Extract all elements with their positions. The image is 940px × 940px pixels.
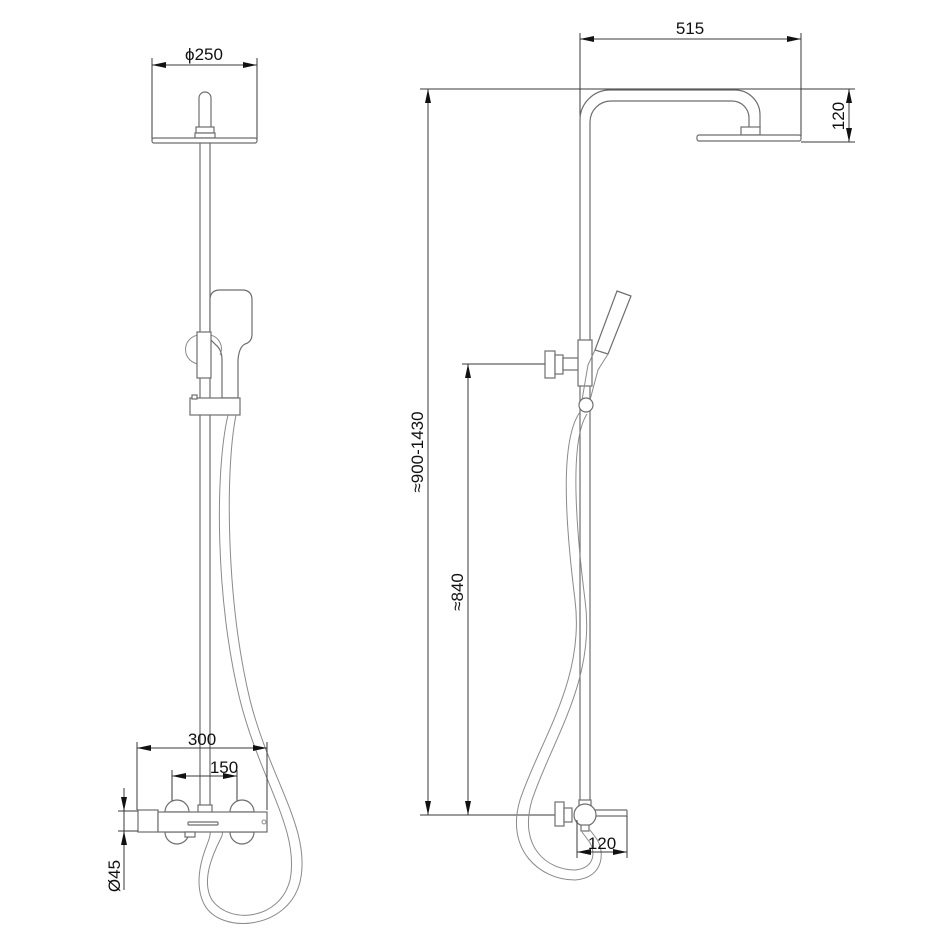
thermostatic-mixer-front bbox=[137, 799, 268, 845]
label-mixer-width: 300 bbox=[188, 730, 216, 749]
dim-total-height: ≈900-1430 bbox=[408, 89, 431, 815]
label-arm-reach: 515 bbox=[676, 19, 704, 38]
label-valve-spacing: 150 bbox=[210, 758, 238, 777]
dim-arm-drop: 120 bbox=[420, 88, 855, 143]
dim-head-diameter: ϕ250 bbox=[151, 45, 258, 140]
thermostatic-mixer-side bbox=[554, 799, 628, 832]
wall-bracket-side bbox=[544, 339, 593, 387]
riser-pipe-side bbox=[579, 89, 802, 810]
side-view: 515 120 ≈900-1430 bbox=[408, 19, 855, 881]
hose-side bbox=[515, 411, 602, 881]
front-view: ϕ250 bbox=[105, 45, 303, 924]
hose-front bbox=[198, 414, 303, 924]
dim-pipe-diameter: Ø45 bbox=[105, 788, 138, 892]
label-pipe-diameter: Ø45 bbox=[105, 860, 124, 892]
label-wall-offset: 120 bbox=[588, 834, 616, 853]
label-bracket-height: ≈840 bbox=[448, 573, 467, 611]
label-arm-drop: 120 bbox=[829, 102, 848, 130]
dim-mixer-width: 300 bbox=[136, 730, 268, 810]
label-total-height: ≈900-1430 bbox=[408, 411, 427, 492]
dim-arm-reach: 515 bbox=[579, 19, 802, 160]
hand-shower-front bbox=[185, 289, 253, 416]
hand-shower-side bbox=[578, 290, 632, 413]
rain-shower-head-front bbox=[151, 91, 258, 144]
label-head-diameter: ϕ250 bbox=[185, 45, 223, 64]
riser-pipe-front bbox=[199, 143, 211, 808]
dim-bracket-height: ≈840 bbox=[420, 363, 555, 816]
dim-wall-offset: 120 bbox=[576, 816, 628, 858]
